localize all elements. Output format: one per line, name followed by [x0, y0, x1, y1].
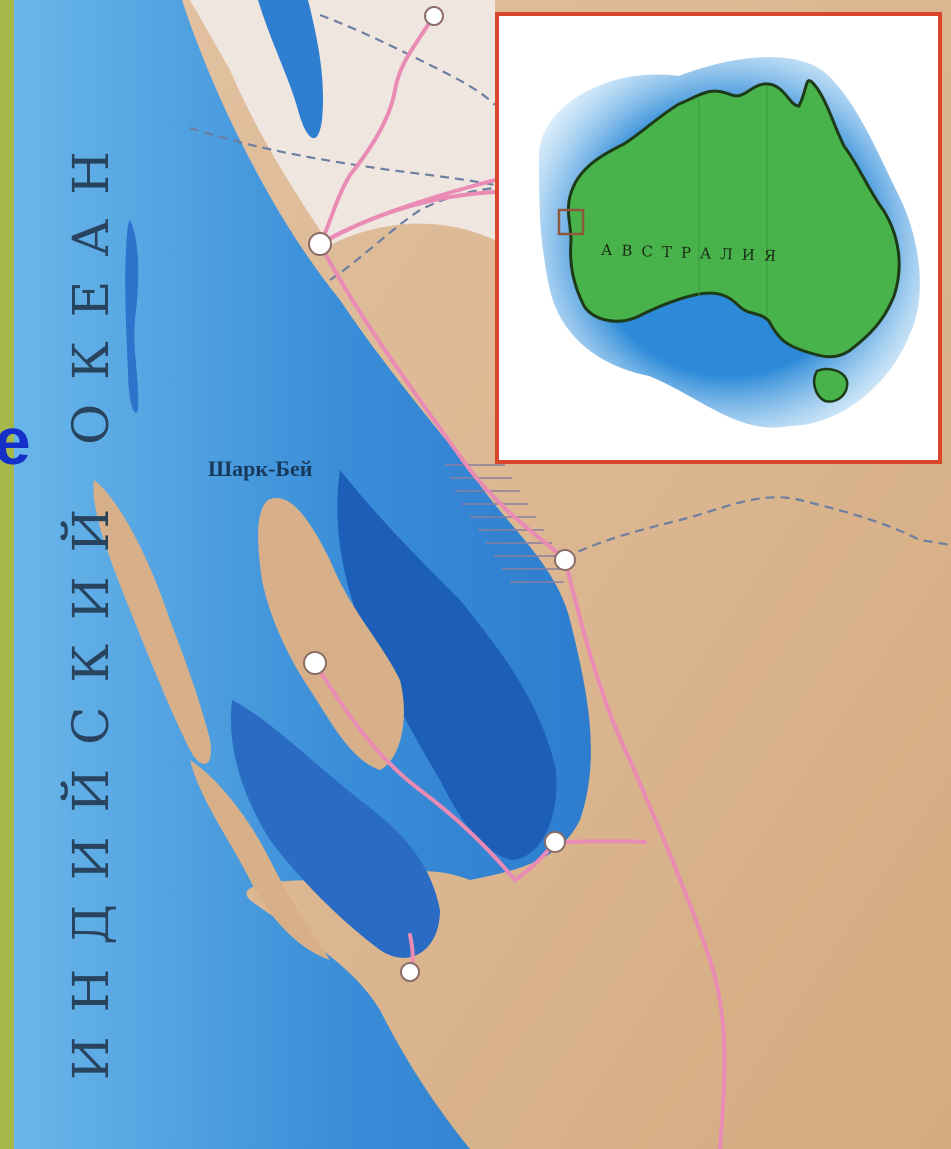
- peron-peninsula: [258, 498, 404, 770]
- ocean-label: ИНДИЙСКИЙ ОКЕАН: [62, 127, 120, 1080]
- small-island-chain: [125, 220, 139, 413]
- bay-label: Шарк-Бей: [208, 456, 313, 481]
- settlement-marker: [400, 962, 420, 982]
- northern-lake: [258, 0, 324, 139]
- lower-peninsula: [190, 760, 330, 960]
- settlements: [303, 6, 576, 982]
- cutoff-title-char: е: [0, 404, 31, 478]
- settlement-marker: [544, 831, 566, 853]
- inset-svg: [539, 57, 920, 428]
- tasmania: [813, 367, 849, 403]
- left-frame: [0, 0, 14, 1149]
- inset-state-lines: [698, 86, 768, 316]
- settlement-marker: [554, 549, 576, 571]
- settlement-marker: [424, 6, 444, 26]
- bay-water-west: [230, 700, 440, 958]
- northern-land: [190, 0, 495, 245]
- bay-water-east: [337, 470, 557, 860]
- roads: [313, 13, 727, 1149]
- settlement-marker: [303, 651, 327, 675]
- dirk-hartog-island: [93, 480, 211, 764]
- settlement-marker: [308, 232, 332, 256]
- inset-map: АВСТРАЛИЯ: [495, 12, 942, 464]
- australia-landmass: [566, 79, 901, 359]
- inset-locator-box: [557, 208, 585, 236]
- salt-marsh: [445, 464, 564, 583]
- boundaries: [189, 13, 951, 559]
